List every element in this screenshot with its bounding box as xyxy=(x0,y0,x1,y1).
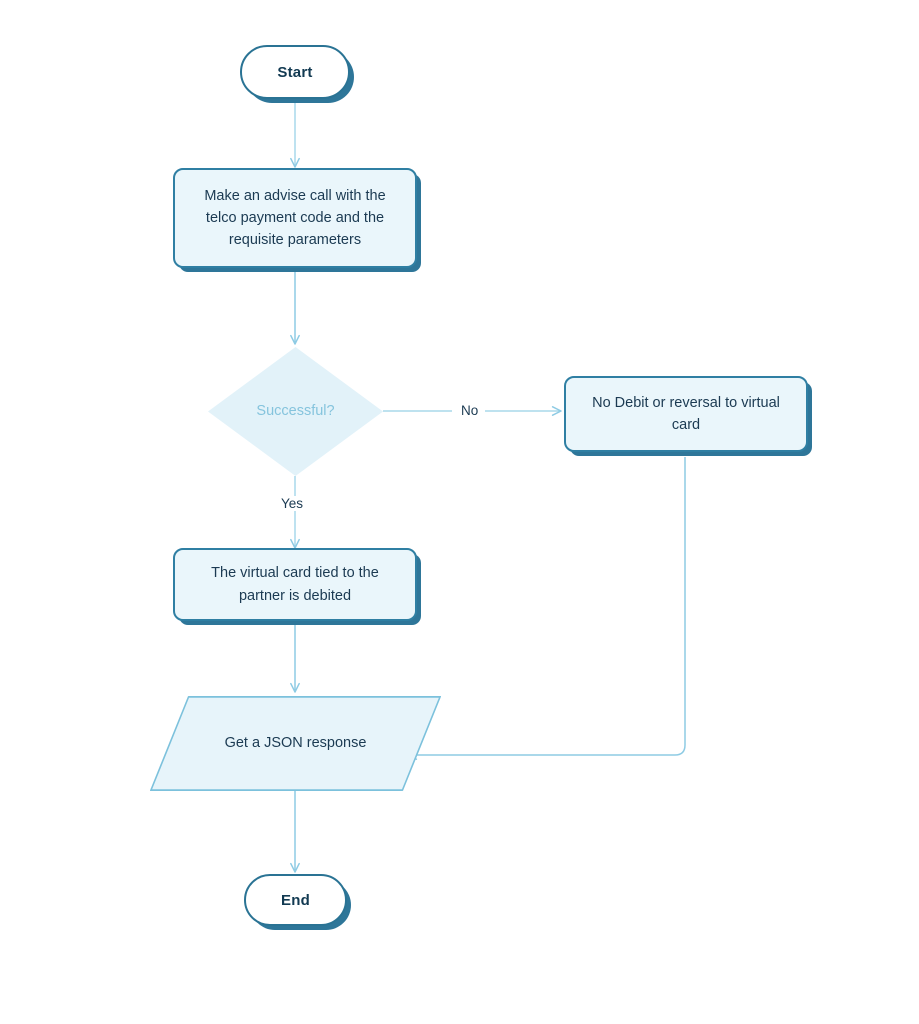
node-no-debit-label: No Debit or reversal to virtual card xyxy=(592,394,780,433)
node-no-debit[interactable]: No Debit or reversal to virtual card xyxy=(564,376,808,452)
edge-label-no: No xyxy=(456,403,484,418)
node-advise-call-label: Make an advise call with the telco payme… xyxy=(204,187,386,249)
parallelogram-outline xyxy=(150,696,441,791)
edge-label-yes: Yes xyxy=(276,496,309,511)
node-debit-virtual-card-label: The virtual card tied to the partner is … xyxy=(211,565,379,604)
node-end[interactable]: End xyxy=(244,874,347,926)
node-advise-call[interactable]: Make an advise call with the telco payme… xyxy=(173,168,417,268)
node-json-response[interactable]: Get a JSON response xyxy=(150,696,441,791)
node-decision-successful-label: Successful? xyxy=(256,403,335,420)
node-end-label: End xyxy=(281,891,310,909)
node-start[interactable]: Start xyxy=(240,45,350,99)
node-decision-successful[interactable]: Successful? xyxy=(208,347,383,476)
node-debit-virtual-card[interactable]: The virtual card tied to the partner is … xyxy=(173,548,417,621)
edge-nodebit-to-json xyxy=(407,457,686,760)
node-start-label: Start xyxy=(277,63,313,81)
node-json-response-label: Get a JSON response xyxy=(224,734,367,751)
